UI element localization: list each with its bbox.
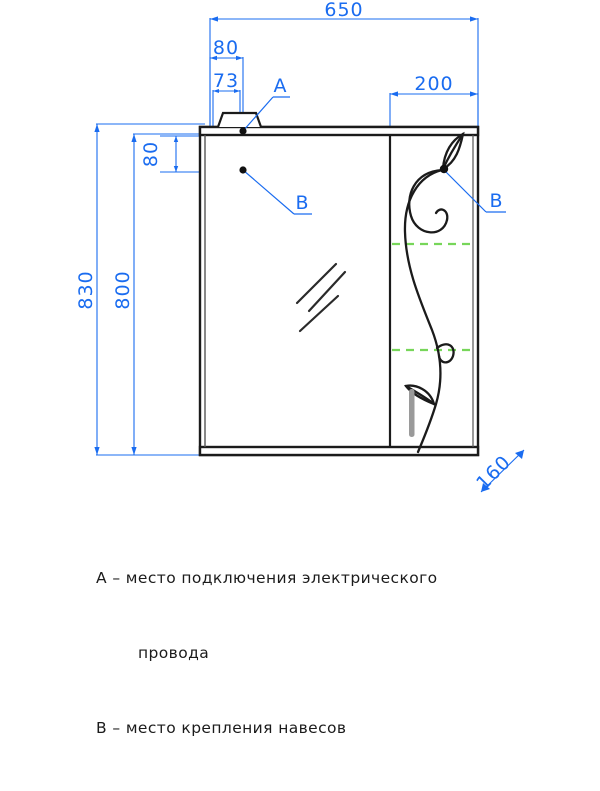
legend-block: А – место подключения электрического про… bbox=[96, 516, 592, 791]
dim-text-800: 800 bbox=[112, 270, 134, 309]
dim-text-160: 160 bbox=[472, 451, 515, 494]
vine-top-spiral-tail bbox=[434, 208, 449, 222]
dimension-arrow-ticks bbox=[94, 16, 478, 455]
anchor-dot-a bbox=[239, 127, 247, 135]
legend-a-line2: провода bbox=[138, 644, 210, 662]
drawing-canvas: 650 80 73 200 830 800 80 160 bbox=[75, 0, 525, 737]
callout-leaders bbox=[242, 96, 506, 215]
legend-b-line1: В – место крепления навесов bbox=[96, 719, 347, 737]
vine-bottom-leaf-vein bbox=[404, 384, 436, 406]
vine-top-spiral bbox=[408, 168, 449, 234]
callout-anchor-dots bbox=[239, 127, 449, 174]
dim-line-160 bbox=[480, 449, 525, 493]
dim-text-80-vertical: 80 bbox=[140, 141, 162, 167]
callout-label-b-right: B bbox=[489, 190, 502, 212]
dim-arrow-160 bbox=[481, 450, 524, 492]
vine-main-stem bbox=[403, 168, 444, 454]
anchor-dot-b-right bbox=[439, 164, 449, 174]
callout-label-b-left: B bbox=[295, 192, 308, 214]
dim-text-200: 200 bbox=[414, 73, 453, 95]
anchor-dot-b-left bbox=[239, 166, 247, 174]
dim-text-650: 650 bbox=[324, 0, 363, 21]
cabinet-bottom-band bbox=[198, 445, 480, 457]
dim-text-80-top: 80 bbox=[213, 37, 239, 59]
legend-a-line1: А – место подключения электрического bbox=[96, 569, 438, 587]
technical-drawing: 650 80 73 200 830 800 80 160 bbox=[75, 0, 525, 494]
mirror-reflection-lines bbox=[295, 262, 347, 333]
cabinet-top-band bbox=[198, 125, 480, 137]
dim-text-73: 73 bbox=[213, 70, 239, 92]
electrical-connection-box bbox=[216, 111, 263, 128]
vine-mid-spiral bbox=[435, 343, 455, 364]
dim-text-830: 830 bbox=[75, 270, 97, 309]
door-handle bbox=[409, 389, 415, 437]
callout-label-a: A bbox=[274, 75, 287, 97]
